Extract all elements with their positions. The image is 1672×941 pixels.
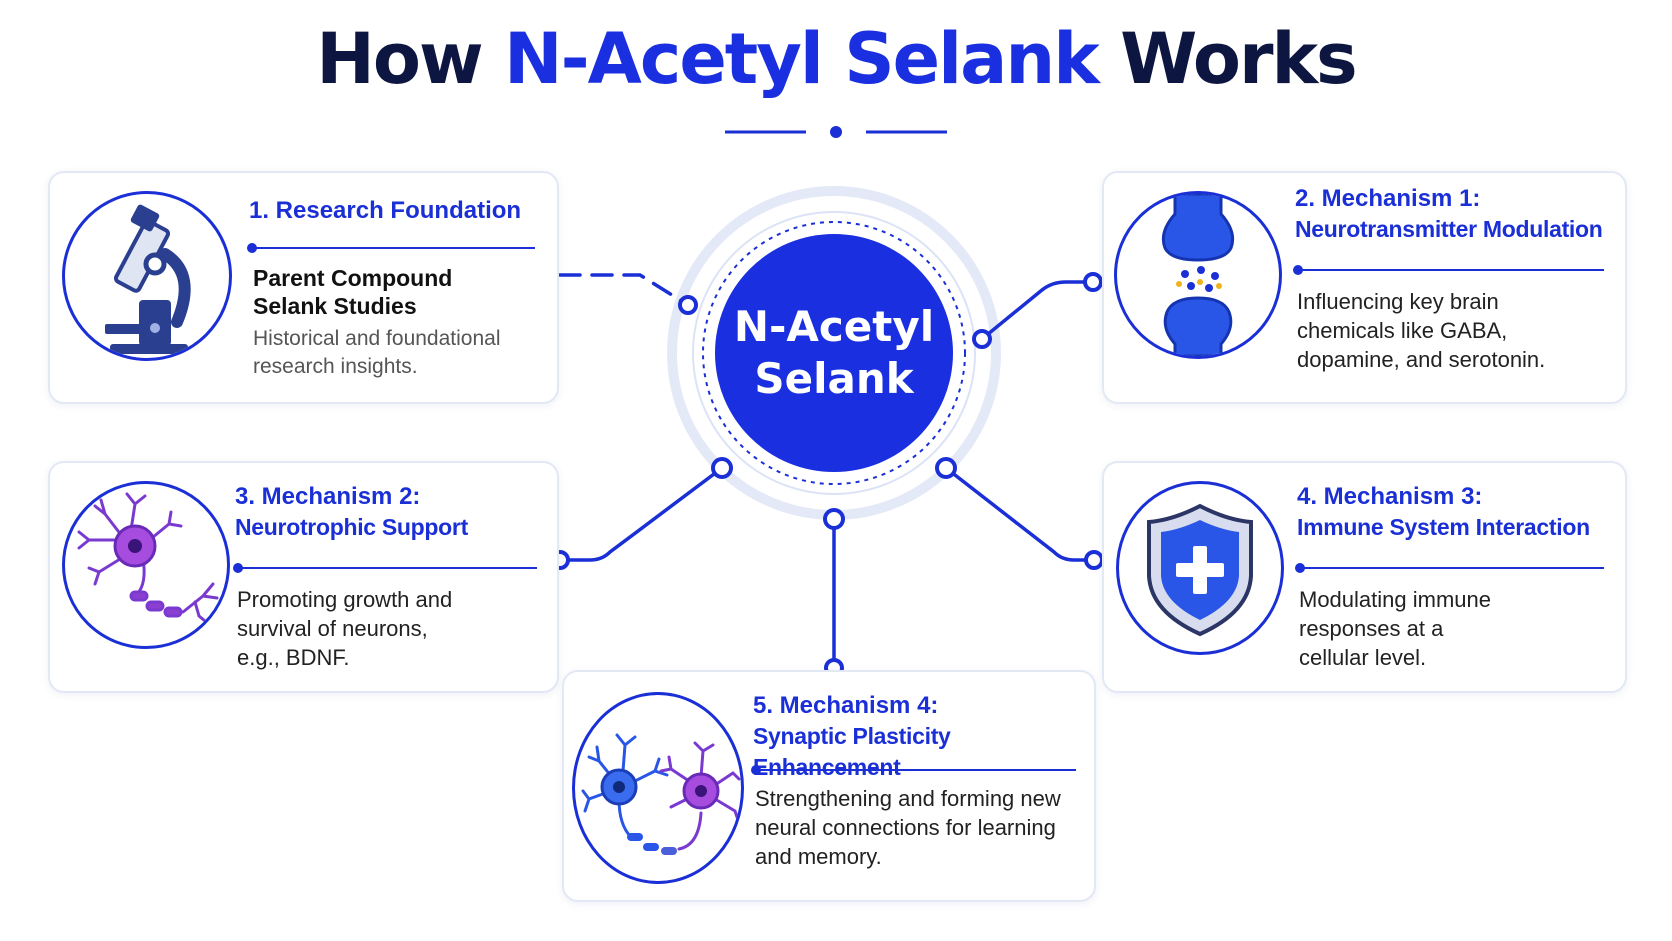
card-heading: 2. Mechanism 1: Neurotransmitter Modulat… (1295, 185, 1603, 242)
card-divider (1295, 563, 1604, 573)
card-heading: 3. Mechanism 2: Neurotrophic Support (235, 483, 468, 540)
title-prefix: How (316, 18, 483, 100)
card-description: Modulating immune responses at a cellula… (1299, 587, 1491, 670)
card-heading: 5. Mechanism 4: Synaptic Plasticity Enha… (753, 692, 951, 780)
connector-lines (558, 273, 1096, 670)
page-title: How N-Acetyl Selank Works (0, 18, 1672, 100)
card-description: Historical and foundational research ins… (253, 327, 501, 378)
card-heading: 4. Mechanism 3: Immune System Interactio… (1297, 483, 1590, 540)
card-heading: 1. Research Foundation (249, 197, 522, 224)
card-divider (247, 243, 535, 253)
card-description: Strengthening and forming new neural con… (755, 786, 1061, 869)
center-hub-line1: N-Acetyl (733, 302, 935, 351)
card-description: Influencing key brain chemicals like GAB… (1297, 289, 1546, 372)
card-immune-system-interaction: 4. Mechanism 3: Immune System Interactio… (1102, 461, 1627, 693)
center-hub-line2: Selank (754, 354, 914, 403)
card-synaptic-plasticity: 5. Mechanism 4: Synaptic Plasticity Enha… (562, 670, 1096, 902)
card-research-foundation: 1. Research Foundation Parent Compound S… (48, 171, 559, 404)
card-neurotrophic-support: 3. Mechanism 2: Neurotrophic Support Pro… (48, 461, 559, 693)
synapse-icon (1114, 191, 1282, 359)
card-subtitle: Parent Compound Selank Studies (253, 265, 453, 319)
card-description: Promoting growth and survival of neurons… (237, 587, 453, 670)
card-divider (1293, 265, 1604, 275)
title-suffix: Works (1120, 18, 1358, 100)
title-divider (725, 126, 947, 138)
card-divider (751, 765, 1076, 775)
title-highlight: N-Acetyl Selank (504, 18, 1100, 100)
connected-neurons-icon (572, 692, 744, 884)
center-hub: N-Acetyl Selank (715, 234, 953, 472)
microscope-icon (62, 191, 232, 361)
shield-cross-icon (1116, 481, 1284, 655)
neuron-icon (62, 481, 230, 649)
card-neurotransmitter-modulation: 2. Mechanism 1: Neurotransmitter Modulat… (1102, 171, 1627, 404)
card-divider (233, 563, 537, 573)
